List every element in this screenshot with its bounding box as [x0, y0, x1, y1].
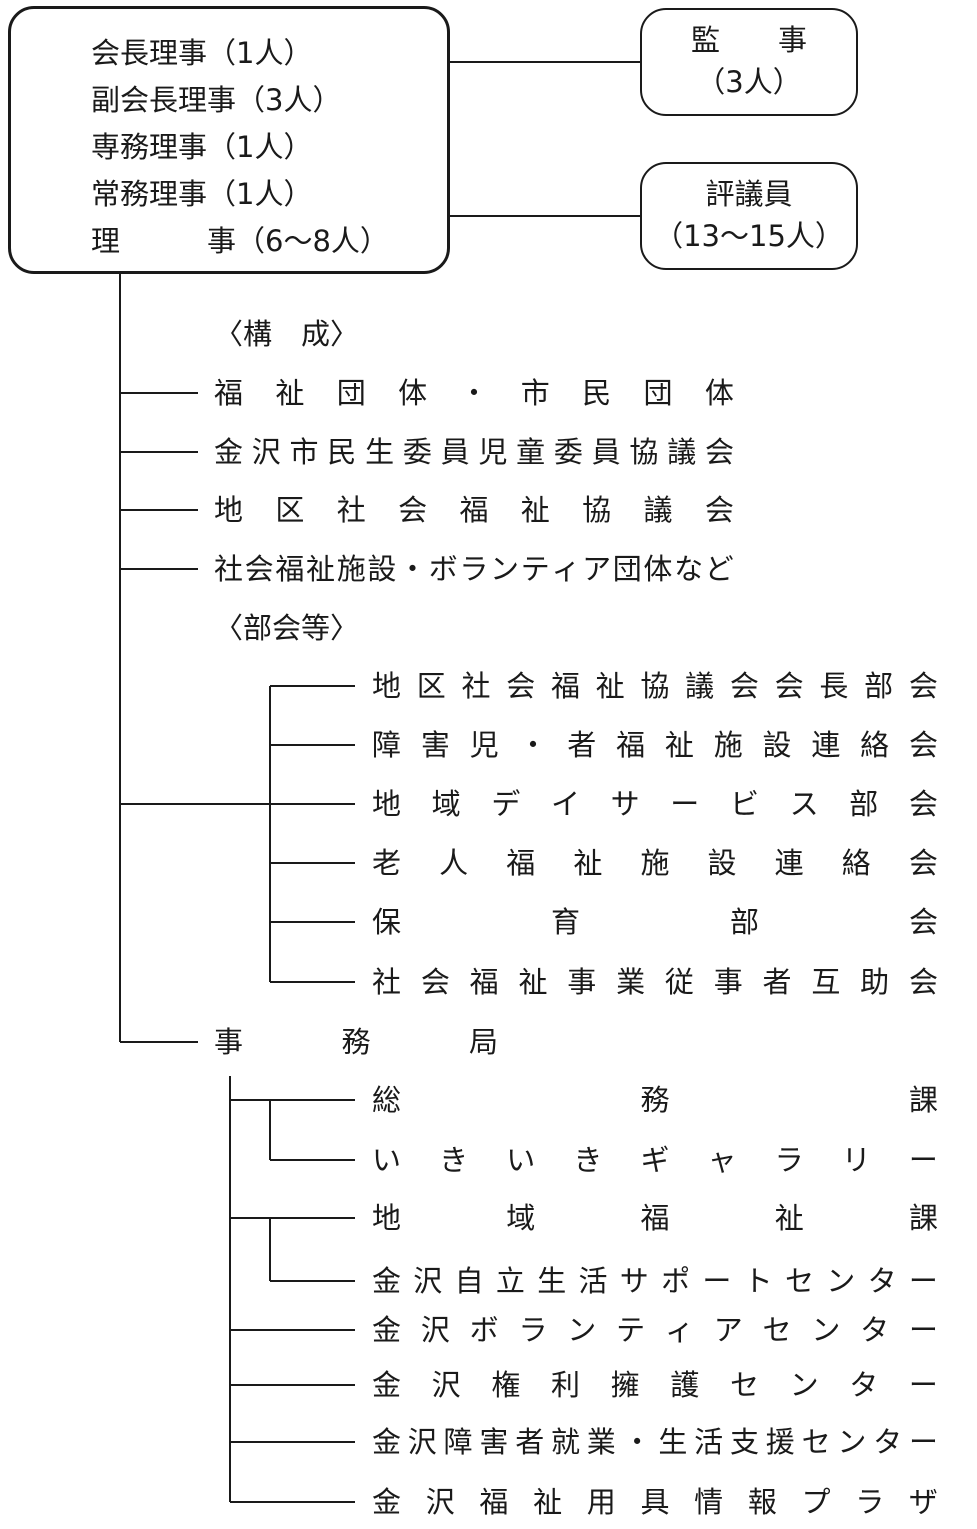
subcommittee-item: 社会福祉事業従事者互助会 [372, 965, 938, 999]
composition-item: 地区社会福祉協議会 [214, 493, 734, 527]
department-independent-living-center: 金沢自立生活サポートセンター [372, 1264, 938, 1298]
auditor-title: 監 事 [690, 23, 807, 57]
council-count: （13～15人） [654, 219, 844, 253]
composition-heading: 〈構 成〉 [214, 317, 360, 351]
department-general-affairs: 総務課 [372, 1083, 938, 1117]
subcommittee-item: 障害児・者福祉施設連絡会 [372, 728, 938, 762]
department-employment-support-center: 金沢障害者就業・生活支援センター [372, 1425, 938, 1459]
officer-managing-director: 専務理事（1人） [91, 130, 313, 164]
subcommittee-item: 地域デイサービス部会 [372, 787, 938, 821]
department-community-welfare: 地域福祉課 [372, 1201, 938, 1235]
department-volunteer-center: 金沢ボランティアセンター [372, 1313, 938, 1347]
composition-item: 社会福祉施設・ボランティア団体など [214, 552, 734, 586]
officer-executive-director: 常務理事（1人） [91, 177, 313, 211]
officer-vice-chairman: 副会長理事（3人） [91, 83, 342, 117]
department-welfare-equipment-plaza: 金沢福祉用具情報プラザ [372, 1485, 938, 1519]
secretariat-label: 事務局 [214, 1025, 498, 1059]
board-of-directors-box: 会長理事（1人） 副会長理事（3人） 専務理事（1人） 常務理事（1人） 理 事… [8, 6, 450, 274]
subcommittees-heading: 〈部会等〉 [214, 611, 360, 645]
composition-item: 金沢市民生委員児童委員協議会 [214, 435, 734, 469]
officer-directors: 理 事（6～8人） [91, 224, 389, 258]
auditor-count: （3人） [696, 65, 802, 99]
officer-chairman: 会長理事（1人） [91, 36, 313, 70]
council-title: 評議員 [705, 177, 793, 211]
department-advocacy-center: 金沢権利擁護センター [372, 1368, 938, 1402]
auditor-box: 監 事 （3人） [640, 8, 858, 116]
department-gallery: いきいきギャラリー [372, 1143, 938, 1177]
composition-item: 福祉団体・市民団体 [214, 376, 734, 410]
subcommittee-item: 老人福祉施設連絡会 [372, 846, 938, 880]
subcommittee-item: 地区社会福祉協議会会長部会 [372, 669, 938, 703]
subcommittee-item: 保育部会 [372, 905, 938, 939]
council-box: 評議員 （13～15人） [640, 162, 858, 270]
